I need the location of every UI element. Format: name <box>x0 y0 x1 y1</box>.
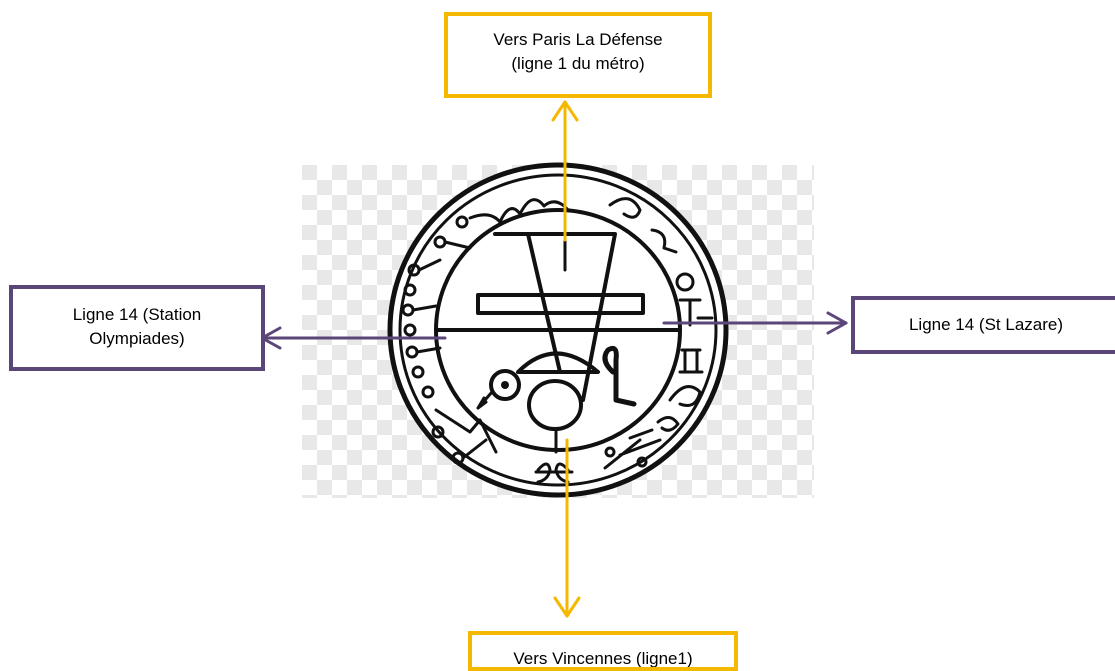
label-left-line2: Olympiades) <box>89 329 185 348</box>
label-box-vincennes: Vers Vincennes (ligne1) <box>468 631 738 671</box>
seal-dome-icon <box>516 351 600 374</box>
seal-cone-icon <box>493 232 617 402</box>
label-left-line1: Ligne 14 (Station <box>72 305 202 324</box>
label-top-line2: (ligne 1 du métro) <box>511 54 645 73</box>
label-bottom-line1: Vers Vincennes (ligne1) <box>513 649 693 668</box>
seal-icon <box>302 162 814 498</box>
label-box-paris-la-defense: Vers Paris La Défense (ligne 1 du métro) <box>444 12 712 98</box>
label-top-line1: Vers Paris La Défense <box>493 30 663 49</box>
seal-double-bar <box>476 293 645 315</box>
seal-target-icon <box>489 369 521 401</box>
label-box-st-lazare: Ligne 14 (St Lazare) <box>851 296 1115 354</box>
seal-left-glyphs <box>401 198 570 465</box>
seal-saturn-icon <box>602 345 637 407</box>
yellow-arrows <box>551 100 581 618</box>
label-right-line1: Ligne 14 (St Lazare) <box>908 315 1064 334</box>
diagram-canvas <box>260 100 848 618</box>
label-box-olympiades: Ligne 14 (Station Olympiades) <box>9 285 265 371</box>
seal-second-ring <box>398 173 718 487</box>
